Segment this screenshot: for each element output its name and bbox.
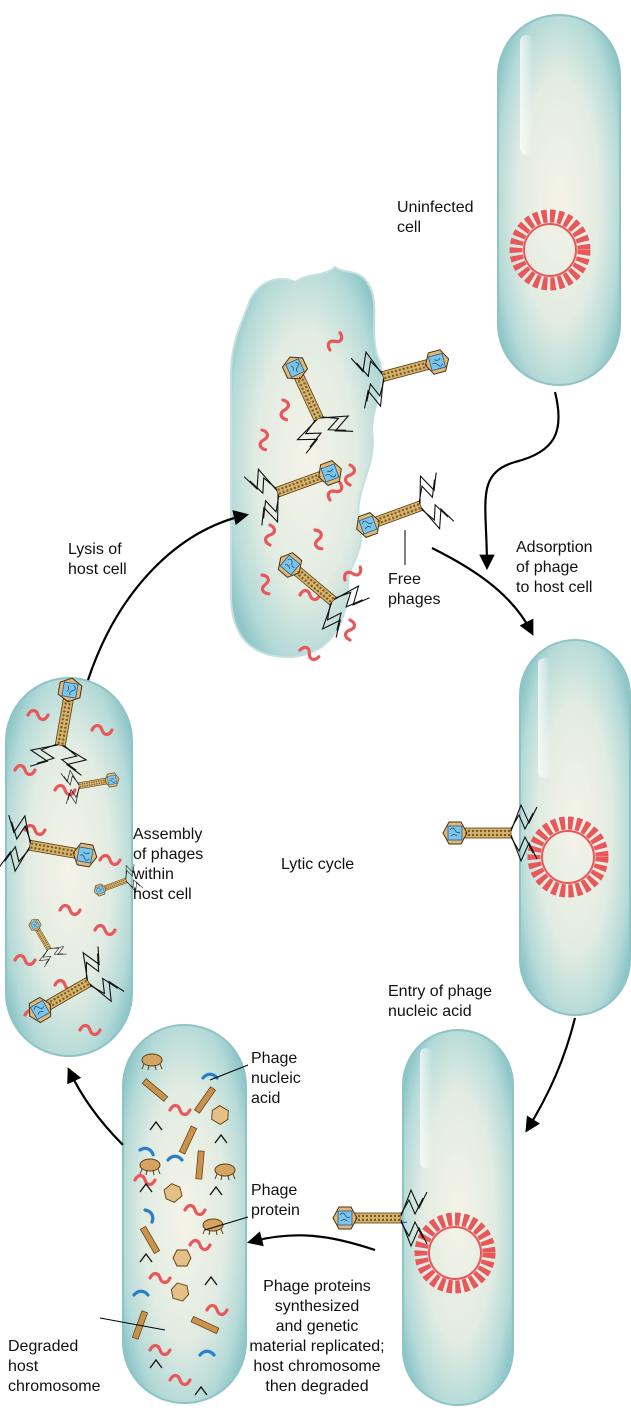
entry-cell <box>395 1030 513 1405</box>
arrow-entry-to-synthesis <box>250 1235 375 1250</box>
adsorption-cell <box>520 640 630 1015</box>
arrow-to-entry <box>527 1018 575 1130</box>
uninfected-cell <box>498 15 620 385</box>
arrow-synthesis-to-assembly <box>69 1070 123 1145</box>
synthesis-cell <box>123 1025 246 1403</box>
label-lytic-cycle: Lytic cycle <box>281 855 354 875</box>
